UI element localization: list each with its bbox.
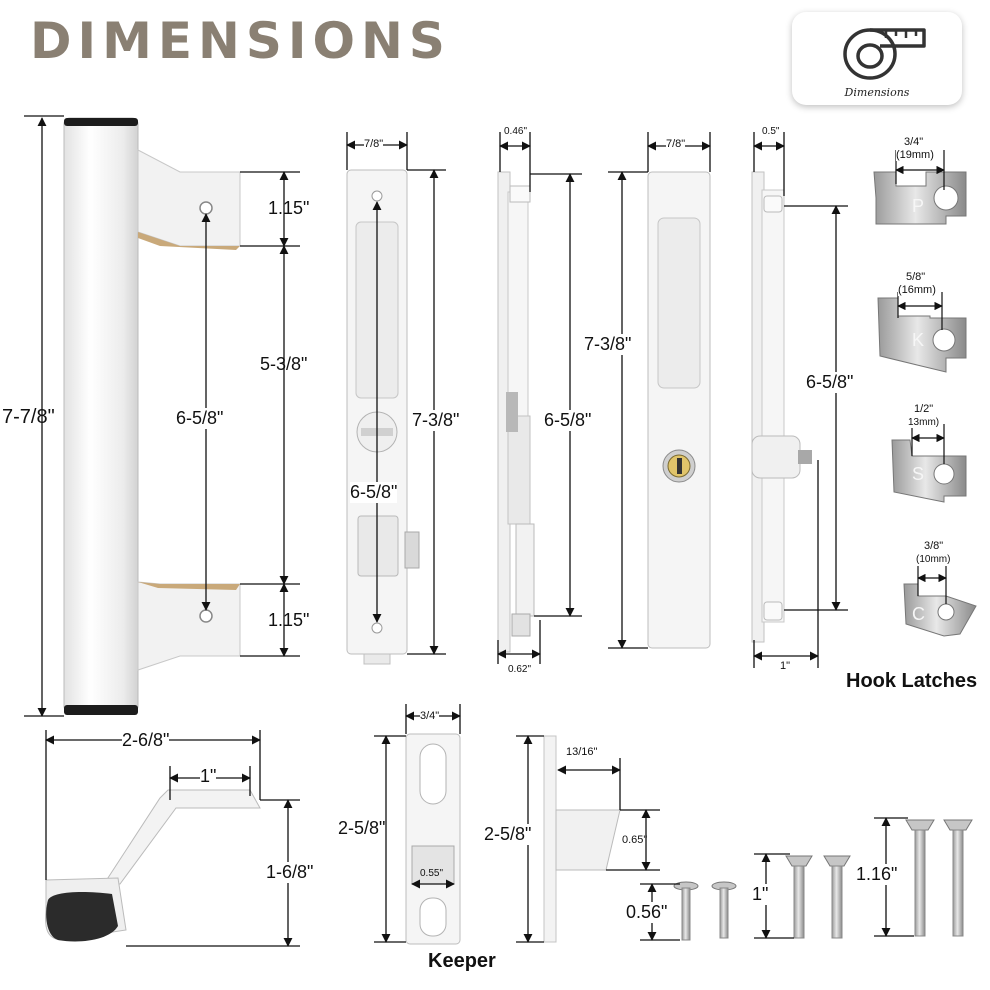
handle-side-width-label: 2-6/8" <box>122 730 170 751</box>
hook-latch-dimension-lines <box>895 150 947 604</box>
keeper-part <box>405 733 461 945</box>
front-plate <box>346 169 420 665</box>
lock-side-view <box>497 171 535 653</box>
front-plate-width-label: 7/8" <box>364 138 384 150</box>
key-plate <box>647 171 711 649</box>
hook-latch-1-letter: P <box>912 196 925 216</box>
tape-measure-icon <box>843 28 926 80</box>
key-side-depth-bottom-label: 1" <box>780 660 791 672</box>
hook-latch-4-metric: (10mm) <box>916 554 951 565</box>
hook-latch-4-letter: C <box>912 604 925 624</box>
handle-middle-label: 5-3/8" <box>260 354 308 374</box>
screw-medium-label: 1" <box>752 884 769 905</box>
hook-latches-title: Hook Latches <box>846 670 978 692</box>
key-side-view <box>751 171 812 643</box>
side-plate-depth-top-label: 0.46" <box>504 126 528 137</box>
keeper-width-label: 3/4" <box>420 710 440 722</box>
screw-large-label: 1.16" <box>856 864 898 885</box>
keeper-height-label: 2-5/8" <box>338 818 386 839</box>
hook-latch-2-metric: (16mm) <box>898 284 936 296</box>
hook-latch-1-size: 3/4" <box>904 136 924 148</box>
side-plate-hole-spacing-label: 6-5/8" <box>544 410 592 431</box>
hook-latch-4-size: 3/8" <box>924 540 944 552</box>
handle-side-dimension-lines <box>45 730 300 947</box>
side-plate-depth-bottom-label: 0.62" <box>508 664 532 675</box>
page-title: DIMENSIONS <box>30 12 451 70</box>
keeper-title: Keeper <box>428 950 496 972</box>
key-side-depth-top-label: 0.5" <box>762 126 780 137</box>
hook-latch-1-metric: (19mm) <box>896 149 934 161</box>
keeper-side-depth-label: 13/16" <box>566 746 598 758</box>
handle-bottom-gap-label: 1.15" <box>268 610 310 630</box>
badge-label: Dimensions <box>844 86 910 99</box>
keeper-side-lip-label: 0.65" <box>622 834 648 846</box>
handle-side-grip-label: 1" <box>200 766 217 787</box>
keeper-side-height-label: 2-5/8" <box>484 824 532 845</box>
front-plate-hole-spacing-label: 6-5/8" <box>350 482 398 503</box>
front-plate-height-label: 7-3/8" <box>412 410 460 431</box>
hook-latch-3-size: 1/2" <box>914 403 934 415</box>
handle-side-profile <box>45 789 261 942</box>
key-plate-height-label: 7-3/8" <box>584 334 632 355</box>
keeper-slot-label: 0.55" <box>420 868 444 879</box>
handle-side-height-label: 1-6/8" <box>266 862 314 883</box>
hook-latch-3-letter: S <box>912 464 925 484</box>
key-plate-width-label: 7/8" <box>666 138 686 150</box>
handle-front <box>63 117 241 715</box>
handle-hole-spacing-label: 6-5/8" <box>176 408 224 429</box>
hook-latch-2-letter: K <box>912 330 925 350</box>
key-plate-dimension-lines <box>608 132 711 649</box>
key-side-hole-spacing-label: 6-5/8" <box>806 372 854 393</box>
handle-top-gap-label: 1.15" <box>268 198 310 218</box>
keeper-side-part <box>543 735 621 943</box>
key-side-dimension-lines <box>753 132 848 668</box>
lock-side-dimension-lines <box>497 132 582 664</box>
screws <box>673 819 973 941</box>
hook-latch-parts <box>873 171 977 637</box>
hook-latch-2-size: 5/8" <box>906 271 926 283</box>
dimensions-badge: Dimensions <box>792 12 962 105</box>
handle-overall-label: 7-7/8" <box>2 406 55 428</box>
hook-latch-3-metric: 13mm) <box>908 417 940 428</box>
screw-small-label: 0.56" <box>626 902 668 923</box>
